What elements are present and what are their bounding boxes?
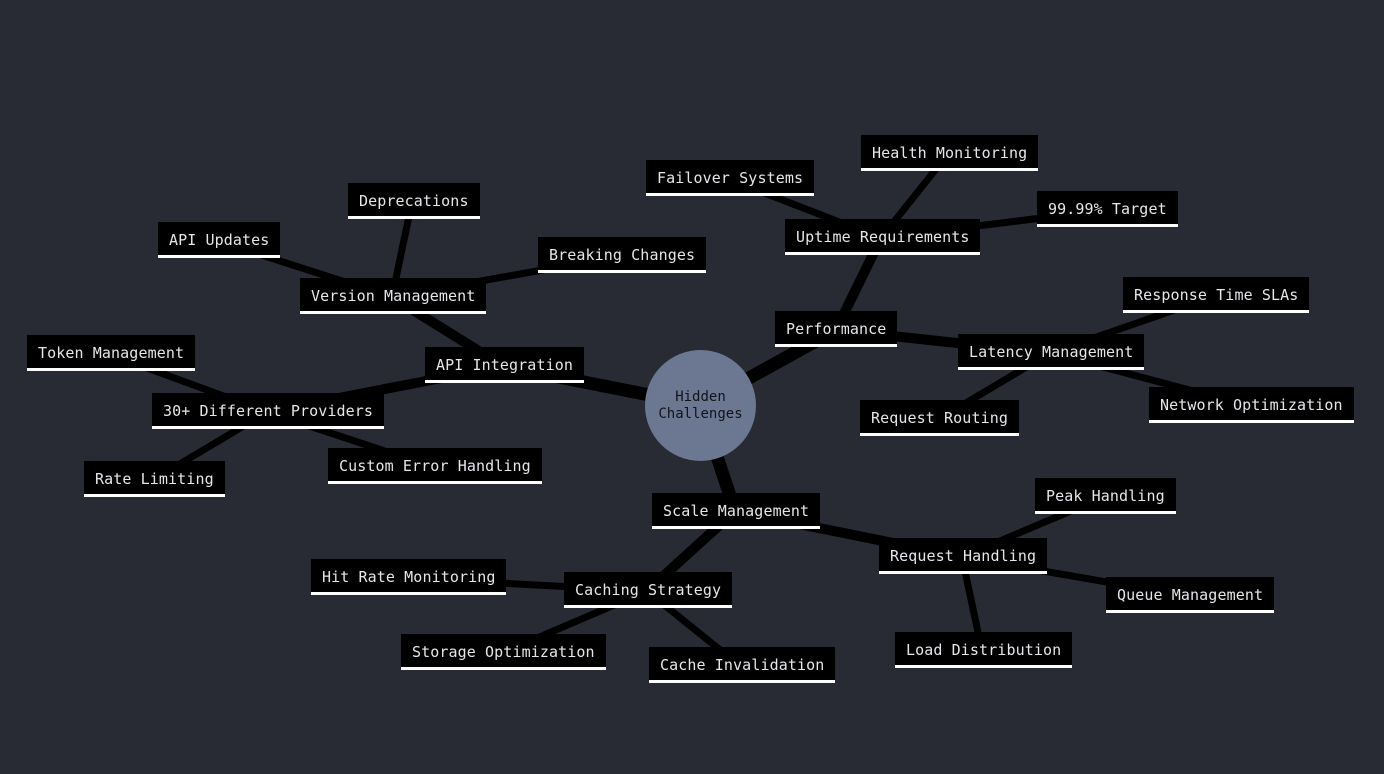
node-hit-rate-monitoring[interactable]: Hit Rate Monitoring	[311, 559, 507, 595]
node-caching-strategy[interactable]: Caching Strategy	[564, 572, 733, 608]
node-scale-management[interactable]: Scale Management	[652, 493, 821, 529]
node-request-routing[interactable]: Request Routing	[860, 400, 1019, 436]
node-deprecations[interactable]: Deprecations	[348, 183, 480, 219]
node-rate-limiting[interactable]: Rate Limiting	[84, 461, 225, 497]
node-api-updates[interactable]: API Updates	[158, 222, 281, 258]
node-custom-error-handling[interactable]: Custom Error Handling	[328, 448, 542, 484]
node-failover-systems[interactable]: Failover Systems	[646, 160, 815, 196]
root-label-line2: Challenges	[658, 405, 743, 422]
node-health-monitoring[interactable]: Health Monitoring	[861, 135, 1039, 171]
node-storage-optimization[interactable]: Storage Optimization	[401, 634, 606, 670]
root-node-hidden-challenges[interactable]: Hidden Challenges	[645, 350, 756, 461]
node-breaking-changes[interactable]: Breaking Changes	[538, 237, 707, 273]
node-version-management[interactable]: Version Management	[300, 278, 487, 314]
node-peak-handling[interactable]: Peak Handling	[1035, 478, 1176, 514]
node-response-time-slas[interactable]: Response Time SLAs	[1123, 277, 1310, 313]
node-queue-management[interactable]: Queue Management	[1106, 577, 1275, 613]
node-network-optimization[interactable]: Network Optimization	[1149, 387, 1354, 423]
root-label-line1: Hidden	[675, 388, 726, 405]
node-request-handling[interactable]: Request Handling	[879, 538, 1048, 574]
node-api-integration[interactable]: API Integration	[425, 347, 584, 383]
node-load-distribution[interactable]: Load Distribution	[895, 632, 1073, 668]
node-performance[interactable]: Performance	[775, 311, 898, 347]
node-cache-invalidation[interactable]: Cache Invalidation	[649, 647, 836, 683]
node-uptime-requirements[interactable]: Uptime Requirements	[785, 219, 981, 255]
node-token-management[interactable]: Token Management	[27, 335, 196, 371]
node-30-different-providers[interactable]: 30+ Different Providers	[152, 393, 385, 429]
node-9999-target[interactable]: 99.99% Target	[1037, 191, 1178, 227]
node-latency-management[interactable]: Latency Management	[958, 334, 1145, 370]
